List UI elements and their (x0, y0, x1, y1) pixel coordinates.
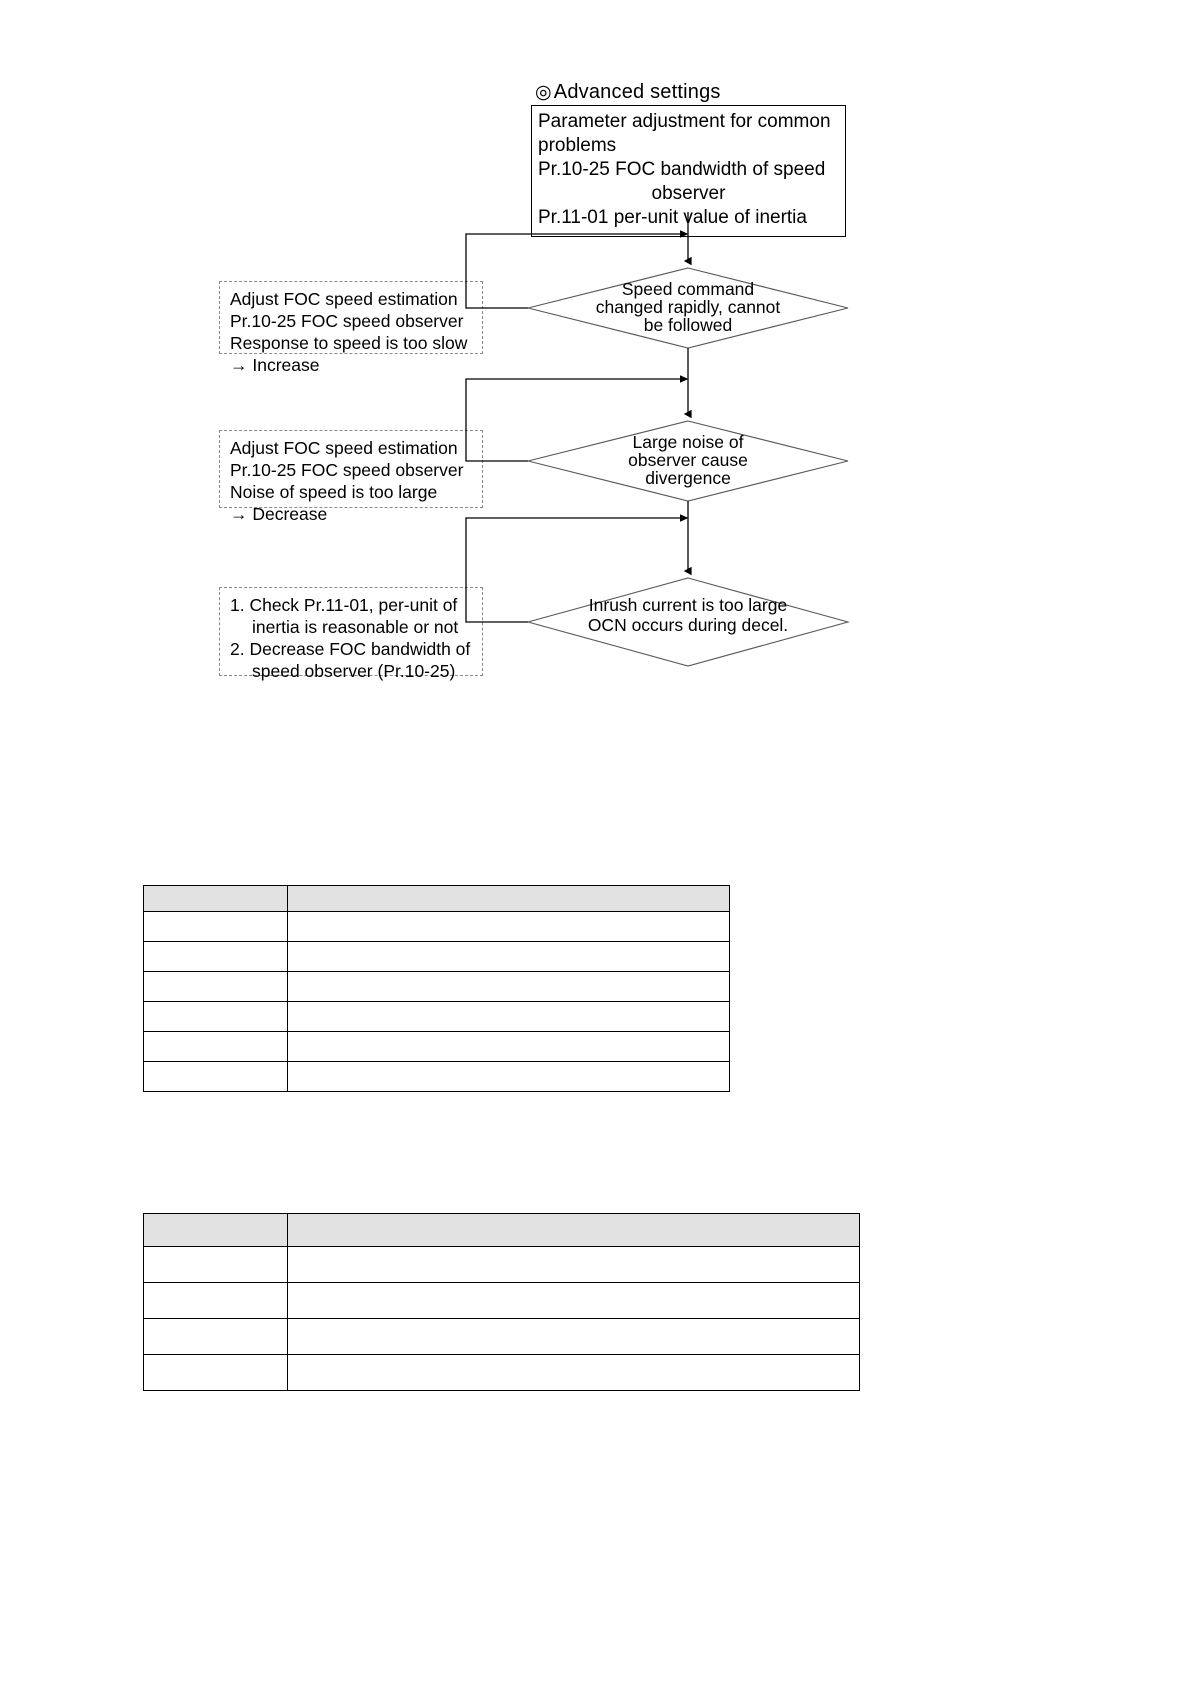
table-1-r3-c2 (287, 971, 730, 1002)
connector-loop-3 (465, 517, 685, 623)
action-3-line-2: inertia is reasonable or not (252, 617, 459, 637)
table-2-r3-c1 (143, 1318, 288, 1355)
decision-2-line-1: Large noise of (633, 432, 744, 452)
table-1-r5-c1 (143, 1031, 288, 1062)
action-1-line-3: Response to speed is too slow (230, 333, 468, 353)
top-box-line-2: problems (538, 135, 617, 156)
table-2-r4-c2 (287, 1354, 860, 1391)
action-2-line-3: Noise of speed is too large (230, 482, 438, 502)
top-box-line-3: Pr.10-25 FOC bandwidth of speed (538, 159, 826, 180)
table-lower (143, 1213, 860, 1391)
decision-1-line-2: changed rapidly, cannot (596, 297, 781, 317)
action-2-line-2: Pr.10-25 FOC speed observer (230, 460, 464, 480)
table-row (143, 971, 730, 1002)
table-1-r5-c2 (287, 1031, 730, 1062)
action-1-line-2: Pr.10-25 FOC speed observer (230, 311, 464, 331)
loop-2-arrowhead (680, 375, 689, 383)
table-header-row (143, 885, 730, 912)
table-row (143, 1246, 860, 1283)
action-box-increase-bandwidth: Adjust FOC speed estimation Pr.10-25 FOC… (219, 281, 483, 375)
table-1-r4-c2 (287, 1001, 730, 1032)
decision-diamond-large-noise (527, 420, 849, 502)
top-box-line-4: observer (651, 183, 726, 204)
action-3-line-1: 1. Check Pr.11-01, per-unit of (230, 595, 458, 615)
action-2-line-4: → Decrease (230, 504, 328, 524)
decision-3-line-2: OCN occurs during decel. (588, 615, 788, 635)
table-1-r1-c2 (287, 911, 730, 942)
table-row (143, 941, 730, 972)
section-heading-label: Advanced settings (553, 81, 721, 103)
table-1-header-col-1 (143, 885, 288, 912)
section-heading: ◎Advanced settings (535, 80, 721, 105)
action-1-line-4: → Increase (230, 355, 320, 375)
table-upper (143, 885, 730, 1092)
decision-1-line-3: be followed (644, 315, 733, 335)
action-2-line-1: Adjust FOC speed estimation (230, 438, 458, 458)
decision-2-line-3: divergence (645, 468, 731, 488)
table-1-r2-c1 (143, 941, 288, 972)
table-row (143, 1031, 730, 1062)
table-1-r6-c2 (287, 1061, 730, 1092)
table-row (143, 1282, 860, 1319)
loop-3-arrowhead (680, 514, 689, 522)
table-2-r2-c1 (143, 1282, 288, 1319)
connector-loop-1 (465, 233, 685, 309)
table-2-header-col-2 (287, 1213, 860, 1247)
decision-diamond-speed-command (527, 267, 849, 349)
table-row (143, 1061, 730, 1092)
table-row (143, 1001, 730, 1032)
table-1-r2-c2 (287, 941, 730, 972)
action-3-line-4: speed observer (Pr.10-25) (252, 661, 456, 681)
table-1-header-col-2 (287, 885, 730, 912)
decision-diamond-inrush-current (525, 577, 851, 667)
table-2-r1-c1 (143, 1246, 288, 1283)
decision-3-line-1: Inrush current is too large (589, 595, 787, 615)
table-2-header-col-1 (143, 1213, 288, 1247)
table-2-r2-c2 (287, 1282, 860, 1319)
table-1-body (143, 911, 730, 1092)
table-2-r3-c2 (287, 1318, 860, 1355)
bullet-icon: ◎ (535, 82, 552, 103)
action-3-line-3: 2. Decrease FOC bandwidth of (230, 639, 471, 659)
table-1-r6-c1 (143, 1061, 288, 1092)
table-row (143, 1318, 860, 1355)
table-row (143, 1354, 860, 1391)
top-parameter-box: Parameter adjustment for common problems… (531, 105, 846, 237)
connector-loop-2 (465, 378, 685, 462)
top-box-line-1: Parameter adjustment for common (538, 111, 831, 132)
table-2-r4-c1 (143, 1354, 288, 1391)
table-2-r1-c2 (287, 1246, 860, 1283)
decision-1-line-1: Speed command (622, 279, 754, 299)
action-box-decrease-bandwidth: Adjust FOC speed estimation Pr.10-25 FOC… (219, 430, 483, 524)
table-1-r1-c1 (143, 911, 288, 942)
top-box-line-5: Pr.11-01 per-unit value of inertia (538, 207, 807, 228)
action-1-line-1: Adjust FOC speed estimation (230, 289, 458, 309)
table-row (143, 911, 730, 942)
decision-2-line-2: observer cause (628, 450, 748, 470)
table-1-r4-c1 (143, 1001, 288, 1032)
action-box-check-inertia: 1. Check Pr.11-01, per-unit of inertia i… (219, 587, 483, 681)
table-2-body (143, 1246, 860, 1391)
table-header-row (143, 1213, 860, 1247)
table-1-r3-c1 (143, 971, 288, 1002)
